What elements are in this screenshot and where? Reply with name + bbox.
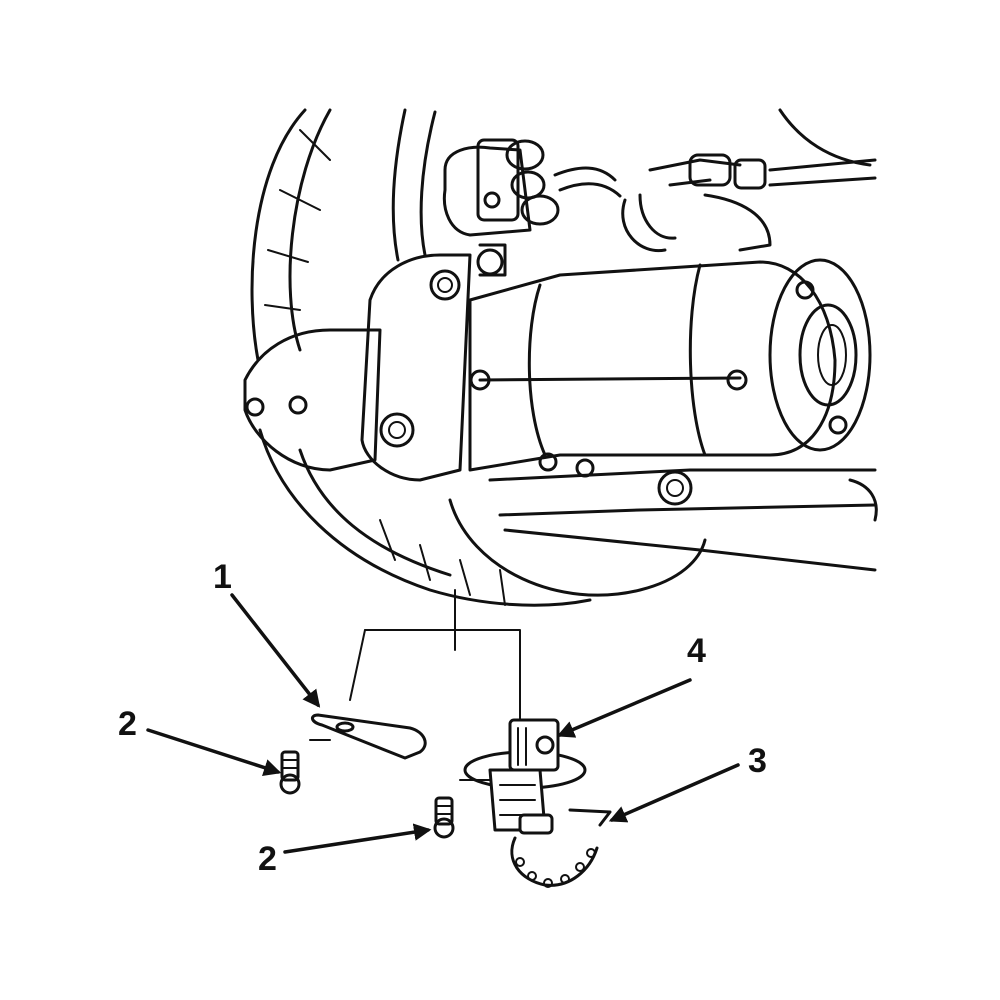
leader-4 (556, 678, 692, 738)
starter-solenoid (442, 138, 877, 253)
starter-motor-body (468, 258, 872, 472)
callout-1: 1 (213, 558, 232, 596)
leader-1 (230, 593, 321, 708)
callout-4: 4 (687, 632, 706, 670)
exploded-view-leader (349, 589, 521, 721)
bolt-upper (279, 750, 301, 795)
callout-3: 3 (748, 742, 767, 780)
starter-mounting-flange (243, 243, 507, 482)
callout-leaders (146, 593, 740, 854)
support-brace (488, 452, 878, 572)
cover-plate (309, 713, 427, 760)
callout-labels: 1 2 2 4 3 (118, 558, 767, 878)
sensor-switch (459, 718, 587, 835)
bell-housing (250, 108, 872, 607)
leader-2-lower (283, 823, 432, 854)
callout-2-lower: 2 (258, 840, 277, 878)
leader-3 (608, 763, 740, 823)
callout-2-upper: 2 (118, 705, 137, 743)
leader-2-upper (146, 728, 282, 777)
bolt-lower (433, 796, 455, 839)
